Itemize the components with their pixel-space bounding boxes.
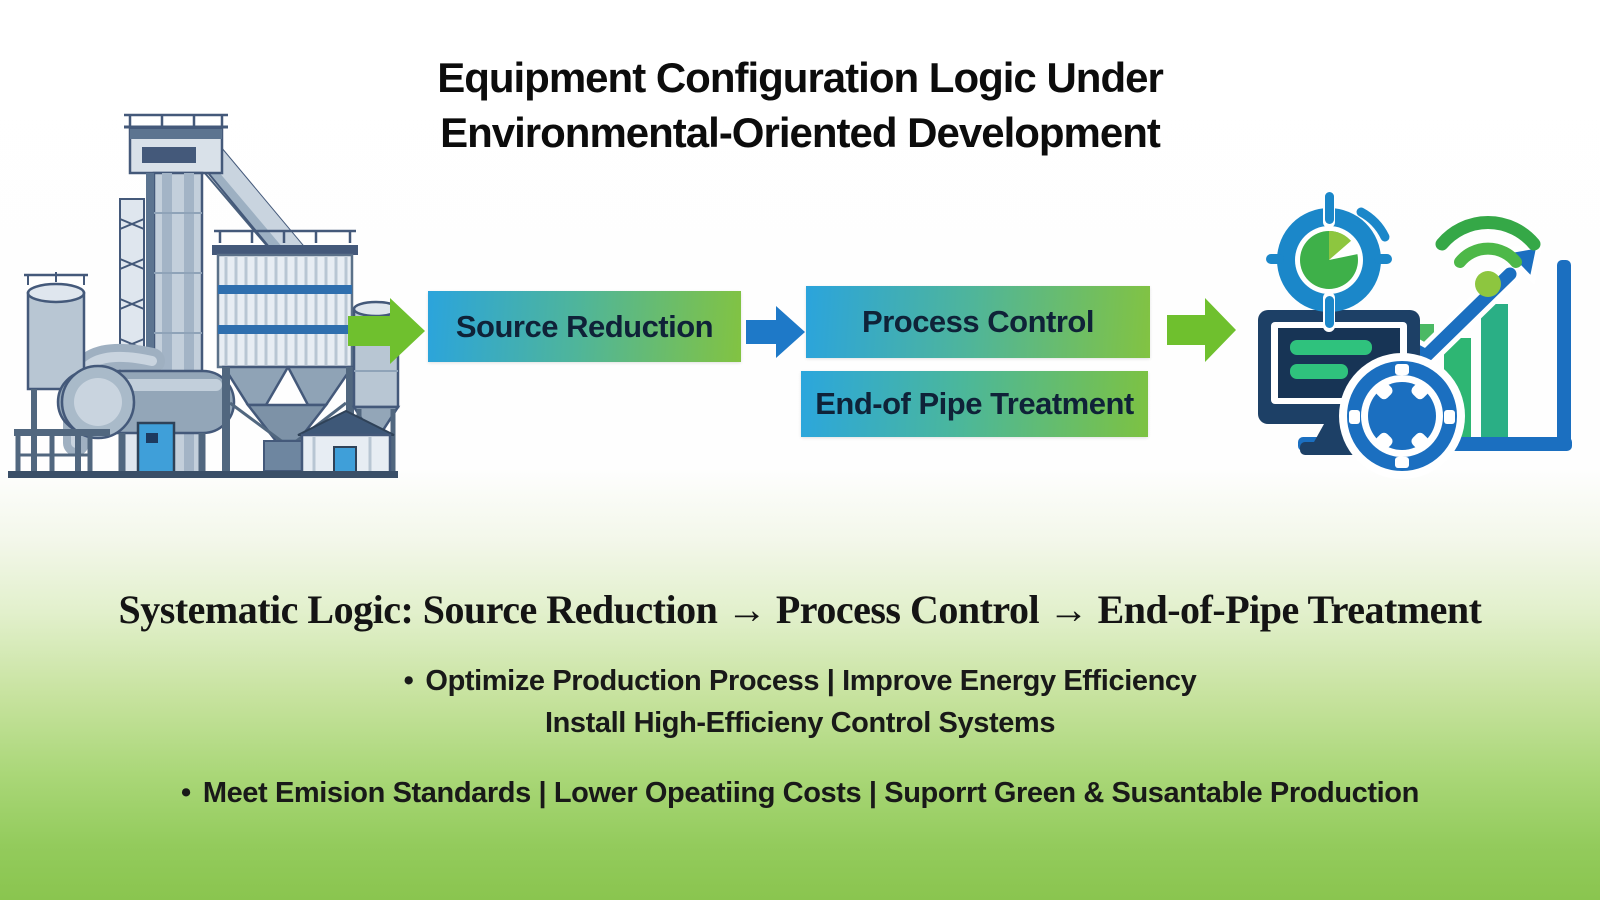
bullet-1-line-2: Install High-Efficieny Control Systems <box>544 707 1056 740</box>
source-reduction-label: Source Reduction <box>455 308 714 344</box>
flow-arrow-blue <box>746 306 805 358</box>
process-control-label: Process Control <box>862 304 1094 339</box>
wifi-icon <box>1435 216 1541 297</box>
page-title: Equipment Configuration Logic Under Envi… <box>0 50 1600 161</box>
horizontal-tank <box>56 364 236 471</box>
systematic-logic-headline: Systematic Logic: Source Reduction → Pro… <box>118 587 1482 632</box>
bullet-marker-2: • <box>181 777 191 809</box>
bullet-group-2: • Meet Emision Standards | Lower Opeatiin… <box>0 777 1600 810</box>
page-title-line1: Equipment Configuration Logic Under <box>437 54 1164 101</box>
monitoring-icons <box>1258 190 1572 479</box>
end-of-pipe-label: End-of Pipe Treatment <box>815 386 1134 421</box>
bullet-marker-1: • <box>403 665 414 697</box>
baghouse-building <box>212 229 358 369</box>
bullet-2-text: Meet Emision Standards | Lower Opeatiing… <box>202 777 1420 809</box>
gear-icon <box>1339 353 1465 479</box>
steel-platform <box>14 429 110 471</box>
bullet-group-1: • Optimize Production Process | Improve E… <box>0 660 1600 744</box>
elevator-headhouse <box>124 113 228 175</box>
flow-arrow-green-1 <box>348 298 425 364</box>
flow-box-end-of-pipe: End-of Pipe Treatment <box>801 371 1148 437</box>
control-box <box>136 421 176 475</box>
hoppers <box>221 365 355 472</box>
flow-box-source-reduction: Source Reduction <box>428 291 741 362</box>
target-pie-chart-icon <box>1266 190 1392 332</box>
ground-line <box>8 471 398 478</box>
page-title-line2: Environmental-Oriented Development <box>440 109 1161 157</box>
flow-box-process-control: Process Control <box>806 286 1150 358</box>
flow-arrow-green-2 <box>1167 298 1236 362</box>
bullet-1-text: Optimize Production Process | Improve En… <box>425 665 1197 697</box>
factory-illustration <box>8 113 401 478</box>
bullet-1-line-1: • Optimize Production Process | Improve E… <box>0 660 1600 702</box>
warehouse <box>297 409 395 475</box>
